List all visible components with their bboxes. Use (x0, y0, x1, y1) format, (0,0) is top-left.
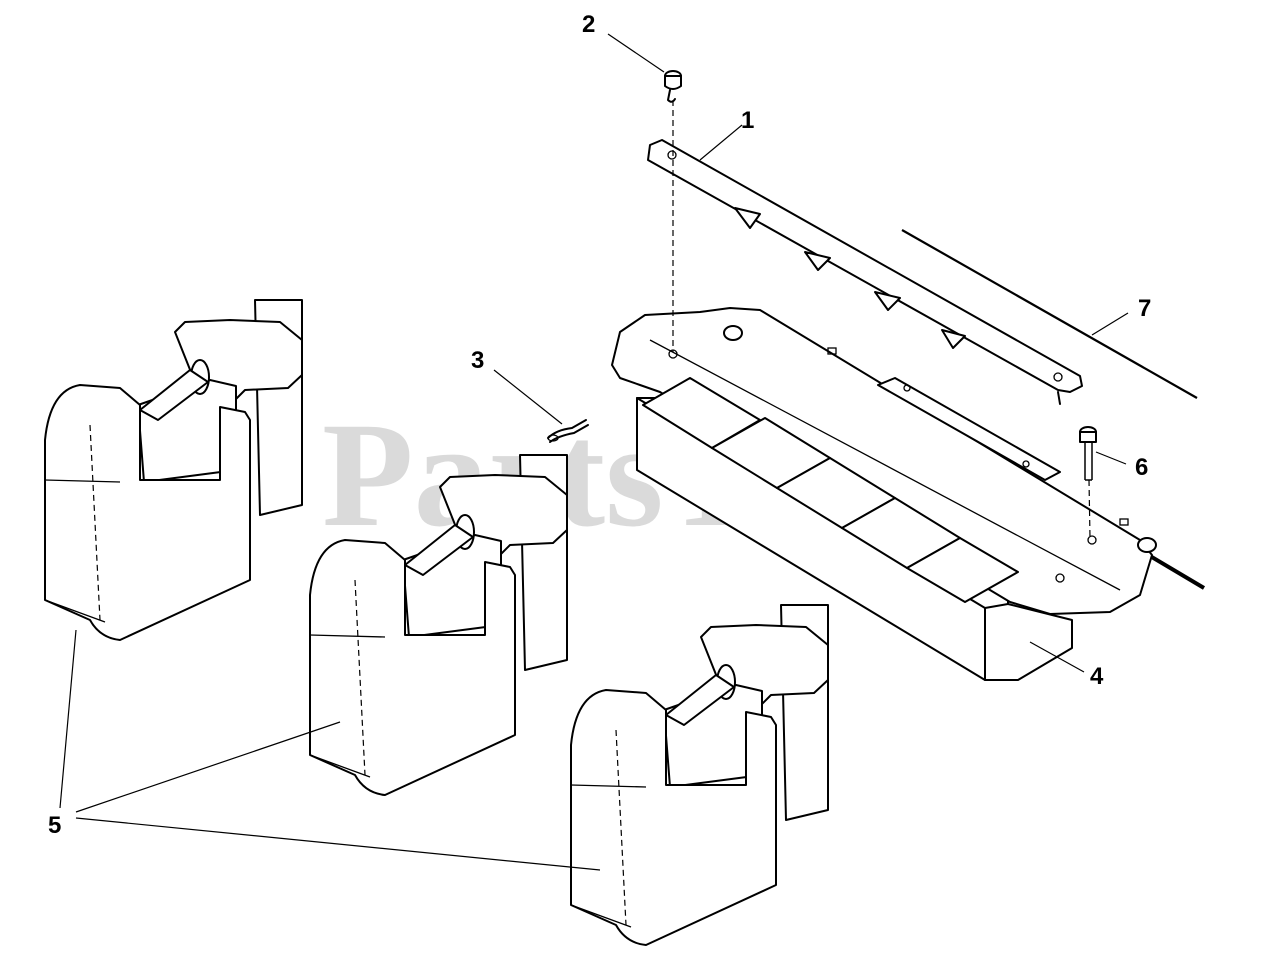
callout-4[interactable]: 4 (1090, 663, 1104, 690)
part-pin[interactable] (664, 70, 682, 103)
leader-lines (59, 33, 1129, 871)
part-weight-left[interactable] (44, 299, 303, 641)
assembly-lines (672, 100, 1091, 539)
part-slotted-strap[interactable] (647, 139, 1083, 405)
callouts: 2 1 7 3 6 4 5 (48, 11, 1151, 839)
part-cotter-pin[interactable] (547, 419, 589, 443)
callout-2[interactable]: 2 (582, 11, 595, 38)
part-bolt[interactable] (1079, 426, 1097, 481)
callout-6[interactable]: 6 (1135, 454, 1148, 481)
callout-3[interactable]: 3 (471, 347, 484, 374)
callout-7[interactable]: 7 (1138, 295, 1151, 322)
callout-1[interactable]: 1 (741, 107, 754, 134)
part-weight-right[interactable] (570, 604, 829, 946)
callout-5[interactable]: 5 (48, 812, 61, 839)
part-weight-bracket[interactable] (611, 307, 1157, 681)
